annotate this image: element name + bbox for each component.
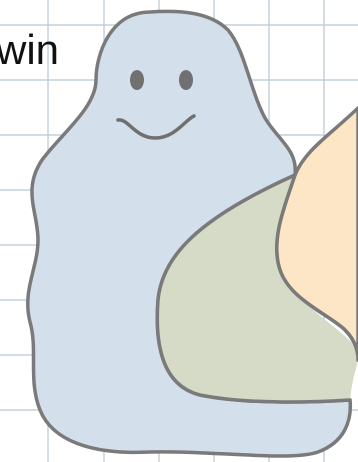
ghost-right-eye	[179, 70, 193, 90]
label-text: win	[0, 26, 59, 73]
ghost-left-eye	[130, 70, 144, 90]
